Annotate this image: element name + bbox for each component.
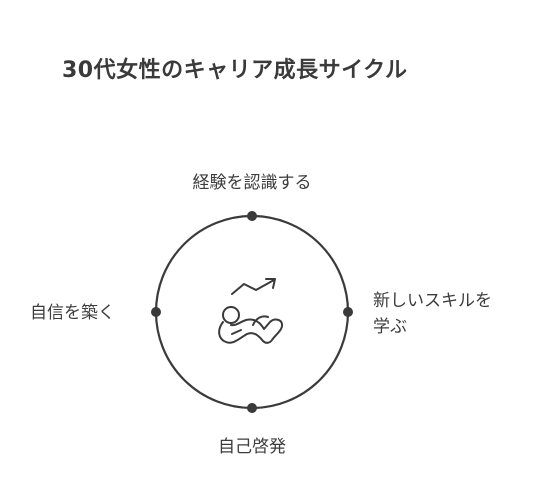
diagram-title: 30代女性のキャリア成長サイクル: [62, 58, 408, 83]
cycle-node-bottom: [247, 403, 257, 413]
cycle-circle: [154, 214, 350, 410]
stage-self-development: 自己啓発: [218, 437, 286, 457]
stage-learn-new-skills: 新しいスキルを 学ぶ: [373, 288, 533, 340]
stage-build-confidence: 自信を築く: [30, 303, 115, 323]
stage-learn-new-skills-line2: 学ぶ: [373, 317, 407, 337]
cycle-node-top: [247, 211, 257, 221]
cycle-node-left: [151, 307, 161, 317]
stage-recognize-experience: 経験を認識する: [192, 173, 312, 193]
stage-learn-new-skills-line1: 新しいスキルを: [373, 291, 492, 311]
person-lying-growth-icon: [218, 278, 284, 344]
cycle-node-right: [343, 307, 353, 317]
